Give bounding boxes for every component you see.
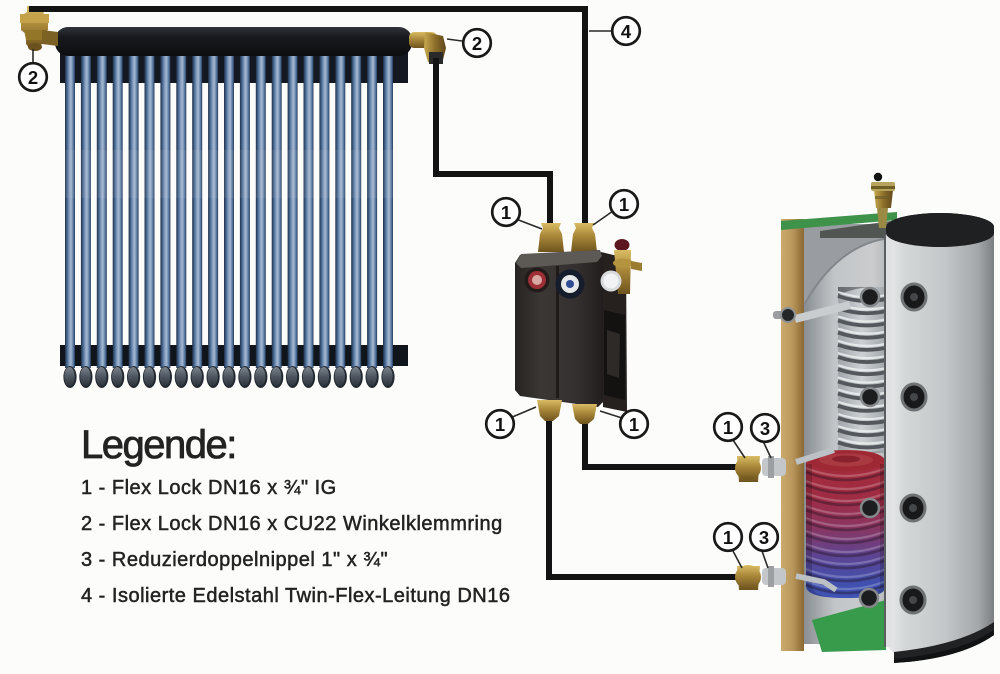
svg-text:2 - Flex Lock DN16 x CU22 Wink: 2 - Flex Lock DN16 x CU22 Winkelklemmrin… bbox=[81, 513, 503, 535]
svg-text:1: 1 bbox=[723, 527, 733, 548]
svg-text:Legende:: Legende: bbox=[81, 423, 236, 467]
svg-text:3: 3 bbox=[759, 527, 769, 548]
svg-text:4: 4 bbox=[621, 21, 632, 42]
svg-text:1: 1 bbox=[495, 414, 505, 435]
svg-text:4 - Isolierte Edelstahl Twin-F: 4 - Isolierte Edelstahl Twin-Flex-Leitun… bbox=[81, 585, 510, 607]
svg-text:3 - Reduzierdoppelnippel 1" x: 3 - Reduzierdoppelnippel 1" x ¾" bbox=[81, 549, 388, 571]
svg-text:2: 2 bbox=[28, 67, 38, 88]
svg-text:1: 1 bbox=[501, 202, 511, 223]
svg-text:1: 1 bbox=[629, 414, 639, 435]
svg-text:1 - Flex Lock DN16 x ¾" IG: 1 - Flex Lock DN16 x ¾" IG bbox=[81, 477, 337, 499]
svg-text:3: 3 bbox=[760, 418, 770, 439]
svg-text:2: 2 bbox=[472, 33, 482, 54]
svg-text:1: 1 bbox=[723, 417, 733, 438]
svg-text:1: 1 bbox=[619, 194, 629, 215]
